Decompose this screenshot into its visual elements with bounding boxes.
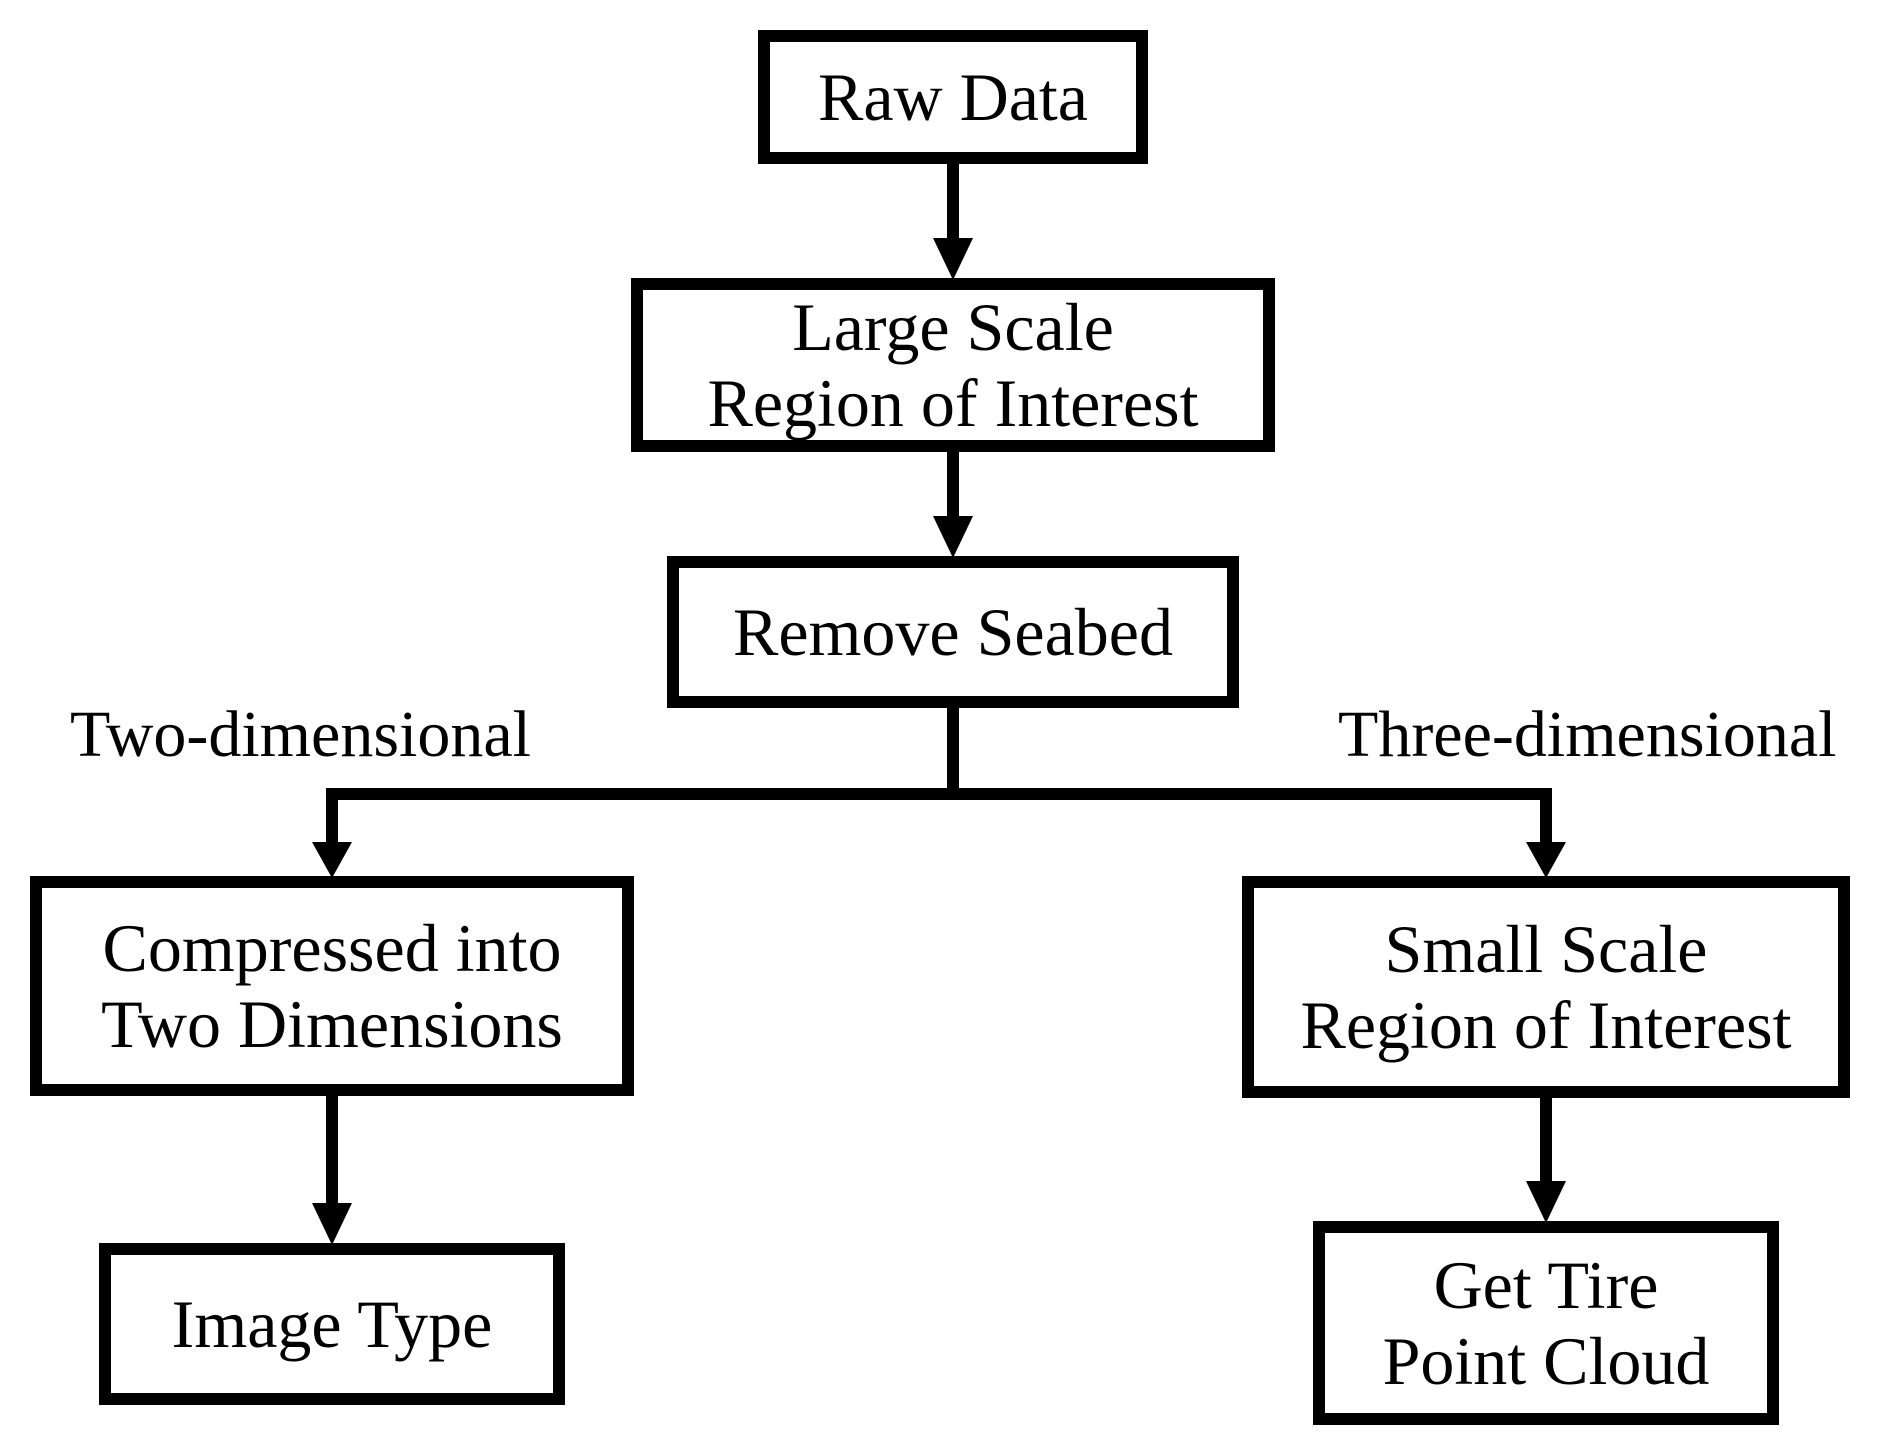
- arrowhead-icon: [933, 238, 973, 280]
- node-label-line: Small Scale: [1384, 910, 1708, 987]
- node-remove-seabed: Remove Seabed: [667, 556, 1239, 708]
- node-raw-data: Raw Data: [758, 30, 1148, 164]
- arrow-branch-to-compressed-2d: [312, 788, 352, 878]
- arrowhead-icon: [312, 1203, 352, 1245]
- arrowhead-icon: [933, 516, 973, 558]
- node-label-line: Image Type: [171, 1285, 493, 1362]
- node-label-line: Raw Data: [817, 58, 1088, 135]
- node-label-line: Get Tire: [1433, 1246, 1659, 1323]
- node-get-tire-point-cloud: Get Tire Point Cloud: [1313, 1221, 1779, 1425]
- branch-label-two-dimensional: Two-dimensional: [70, 698, 531, 771]
- node-compressed-into-two-dimensions: Compressed into Two Dimensions: [30, 876, 634, 1096]
- arrow-branch-to-small-scale-roi: [1526, 788, 1566, 878]
- arrowhead-icon: [312, 842, 352, 878]
- node-label-line: Compressed into: [102, 909, 562, 986]
- node-label-line: Region of Interest: [1300, 987, 1792, 1063]
- arrow-compressed-2d-to-image-type: [312, 1094, 352, 1245]
- node-label-line: Region of Interest: [707, 365, 1199, 441]
- node-label-line: Two Dimensions: [101, 986, 563, 1062]
- arrow-small-scale-roi-to-tire-point-cloud: [1526, 1096, 1566, 1223]
- node-label-line: Large Scale: [792, 288, 1114, 365]
- branch-label-three-dimensional: Three-dimensional: [1338, 698, 1837, 771]
- node-large-scale-region-of-interest: Large Scale Region of Interest: [631, 278, 1275, 452]
- node-label-line: Remove Seabed: [733, 593, 1173, 670]
- node-small-scale-region-of-interest: Small Scale Region of Interest: [1242, 876, 1850, 1098]
- arrowhead-icon: [1526, 842, 1566, 878]
- node-image-type: Image Type: [99, 1243, 565, 1405]
- arrow-raw-data-to-large-scale-roi: [933, 162, 973, 280]
- node-label-line: Point Cloud: [1382, 1323, 1710, 1399]
- arrowhead-icon: [1526, 1181, 1566, 1223]
- arrow-large-scale-roi-to-remove-seabed: [933, 450, 973, 558]
